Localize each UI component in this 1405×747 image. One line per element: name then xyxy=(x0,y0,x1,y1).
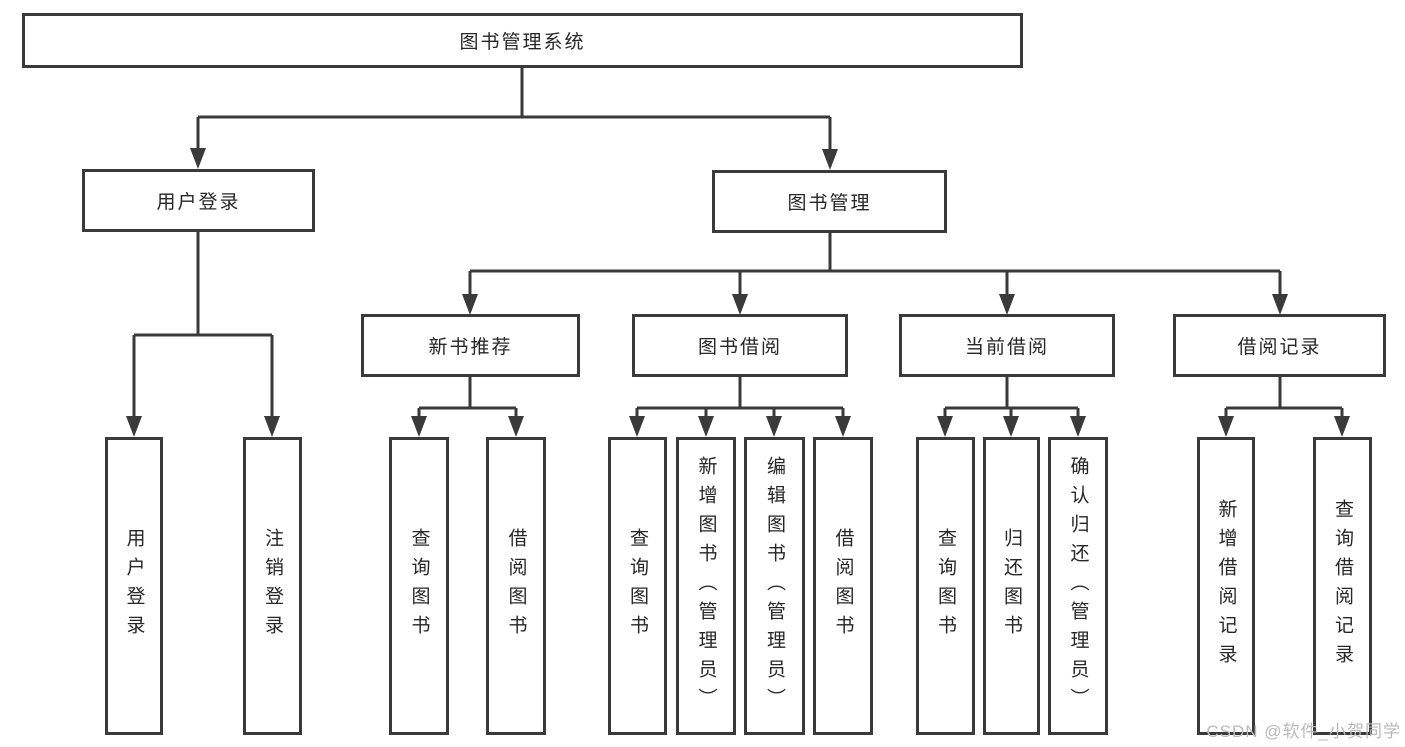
node-user-login-label: 用户登录 xyxy=(156,192,241,213)
leaf-bb-query-books: 查询图书 xyxy=(608,437,667,735)
leaf-bb-edit-books-admin: 编辑图书（管理员） xyxy=(744,437,805,735)
node-new-book-recommend-label: 新书推荐 xyxy=(428,337,513,358)
arrowhead xyxy=(629,416,645,437)
arrowhead xyxy=(698,416,714,437)
arrowhead xyxy=(937,416,953,437)
node-borrowing-records: 借阅记录 xyxy=(1173,314,1386,377)
node-book-management-label: 图书管理 xyxy=(787,193,872,214)
leaf-br-query-record-label: 查询借阅记录 xyxy=(1332,499,1353,673)
node-current-borrowing: 当前借阅 xyxy=(899,314,1115,377)
csdn-watermark: CSDN @软件_小贺同学 xyxy=(1206,722,1401,741)
node-new-book-recommend: 新书推荐 xyxy=(361,314,580,377)
leaf-cb-confirm-return-admin-label: 确认归还（管理员） xyxy=(1067,455,1089,717)
leaf-nbr-query-books: 查询图书 xyxy=(389,437,449,735)
leaf-nbr-borrow-books-label: 借阅图书 xyxy=(505,528,527,644)
arrowhead xyxy=(732,294,748,315)
arrowhead xyxy=(999,294,1015,315)
leaf-bb-query-books-label: 查询图书 xyxy=(627,528,648,644)
node-book-borrowing: 图书借阅 xyxy=(632,314,848,377)
arrowhead xyxy=(822,149,838,170)
arrowhead xyxy=(766,416,782,437)
leaf-cb-return-books-label: 归还图书 xyxy=(1001,528,1022,644)
arrowhead xyxy=(1070,416,1086,437)
leaf-user-login-label: 用户登录 xyxy=(123,528,145,644)
node-book-management: 图书管理 xyxy=(712,170,947,233)
arrowhead xyxy=(508,416,524,437)
node-borrowing-records-label: 借阅记录 xyxy=(1237,337,1322,358)
arrowhead xyxy=(835,416,851,437)
leaf-logout: 注销登录 xyxy=(243,437,302,735)
arrowhead xyxy=(462,294,478,315)
leaf-br-query-record: 查询借阅记录 xyxy=(1313,437,1372,735)
arrowhead xyxy=(264,416,280,437)
leaf-br-add-record-label: 新增借阅记录 xyxy=(1215,499,1237,673)
leaf-cb-confirm-return-admin: 确认归还（管理员） xyxy=(1048,437,1108,735)
node-user-login: 用户登录 xyxy=(82,169,315,232)
leaf-cb-query-books-label: 查询图书 xyxy=(935,528,956,644)
node-root: 图书管理系统 xyxy=(22,13,1023,68)
arrowhead xyxy=(411,416,427,437)
leaf-bb-borrow-books: 借阅图书 xyxy=(813,437,873,735)
node-root-label: 图书管理系统 xyxy=(459,32,586,53)
arrowhead xyxy=(1218,416,1234,437)
leaf-cb-query-books: 查询图书 xyxy=(916,437,975,735)
arrowhead xyxy=(1003,416,1019,437)
leaf-bb-borrow-books-label: 借阅图书 xyxy=(832,528,854,644)
arrowhead xyxy=(190,148,206,169)
arrowheads xyxy=(126,148,1350,437)
leaf-bb-edit-books-admin-label: 编辑图书（管理员） xyxy=(764,455,785,717)
leaf-nbr-borrow-books: 借阅图书 xyxy=(486,437,546,735)
node-book-borrowing-label: 图书借阅 xyxy=(697,337,782,358)
leaf-bb-add-books-admin-label: 新增图书（管理员） xyxy=(695,455,717,717)
arrowhead xyxy=(126,416,142,437)
leaf-cb-return-books: 归还图书 xyxy=(983,437,1040,735)
leaf-br-add-record: 新增借阅记录 xyxy=(1197,437,1255,735)
arrowhead xyxy=(1334,416,1350,437)
leaf-user-login: 用户登录 xyxy=(105,437,163,735)
connector-line xyxy=(132,68,1344,418)
arrowhead xyxy=(1272,294,1288,315)
node-current-borrowing-label: 当前借阅 xyxy=(964,337,1049,358)
leaf-logout-label: 注销登录 xyxy=(262,528,283,644)
leaf-bb-add-books-admin: 新增图书（管理员） xyxy=(676,437,736,735)
leaf-nbr-query-books-label: 查询图书 xyxy=(408,528,430,644)
